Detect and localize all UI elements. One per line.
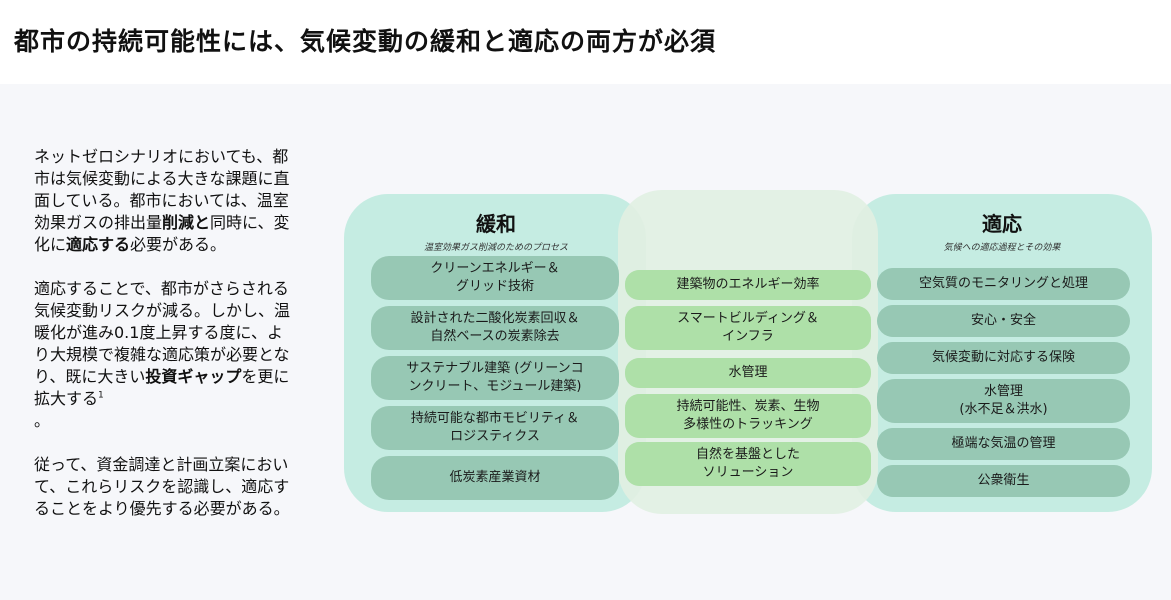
adaptation-item: 気候変動に対応する保険 [877,342,1130,374]
footnote-marker: 1 [98,390,104,401]
paragraph-3: 従って、資金調達と計画立案において、これらリスクを認識し、適応することをより優先… [34,455,290,518]
emphasis-reduction: 削減と [162,213,211,232]
mitigation-item: クリーンエネルギー＆ グリッド技術 [371,256,619,300]
shared-item: 建築物のエネルギー効率 [625,270,871,300]
shared-item: 水管理 [625,358,871,388]
paragraph-2-text: 適応することで、都市がさらされる気候変動リスクが減る。しかし、温暖化が進み0.1… [34,279,291,386]
emphasis-adapt: 適応する [66,235,131,254]
adaptation-item: 公衆衛生 [877,465,1130,497]
paragraph-2: 適応することで、都市がさらされる気候変動リスクが減る。しかし、温暖化が進み0.1… [34,278,296,432]
paragraph-2-text-2: を更に拡大する [34,367,290,408]
paragraph-1: ネットゼロシナリオにおいても、都市は気候変動による大きな課題に直面している。都市… [34,146,296,256]
mitigation-item: サステナブル建築 (グリーンコ ンクリート、モジュール建築) [371,356,619,400]
mitigation-subtitle: 温室効果ガス削減のためのプロセス [423,243,568,253]
adaptation-subtitle: 気候への適応過程とその効果 [943,243,1061,253]
emphasis-investment-gap: 投資ギャップ [145,367,242,386]
mitigation-item: 低炭素産業資材 [371,456,619,500]
paragraph-1-text-2: 同時に、変化に [34,213,290,254]
adaptation-item: 空気質のモニタリングと処理 [877,268,1130,300]
shared-item: 持続可能性、炭素、生物 多様性のトラッキング [625,394,871,438]
paragraph-1-text: ネットゼロシナリオにおいても、都市は気候変動による大きな課題に直面している。都市… [34,147,290,232]
explanation-text: ネットゼロシナリオにおいても、都市は気候変動による大きな課題に直面している。都市… [34,146,296,542]
mitigation-item: 設計された二酸化炭素回収＆ 自然ベースの炭素除去 [371,306,619,350]
paragraph-1-text-3: 必要がある。 [130,235,227,254]
adaptation-title: 適応 [982,212,1022,236]
page-title: 都市の持続可能性には、気候変動の緩和と適応の両方が必須 [14,27,717,56]
header: 都市の持続可能性には、気候変動の緩和と適応の両方が必須 [0,0,1171,84]
paragraph-2-end: 。 [34,411,51,430]
adaptation-item: 水管理 (水不足＆洪水) [877,379,1130,423]
shared-item: 自然を基盤とした ソリューション [625,442,871,486]
adaptation-item: 安心・安全 [877,305,1130,337]
adaptation-item: 極端な気温の管理 [877,428,1130,460]
shared-item: スマートビルディング＆ インフラ [625,306,871,350]
mitigation-item: 持続可能な都市モビリティ＆ ロジスティクス [371,406,619,450]
mitigation-title: 緩和 [476,212,516,236]
